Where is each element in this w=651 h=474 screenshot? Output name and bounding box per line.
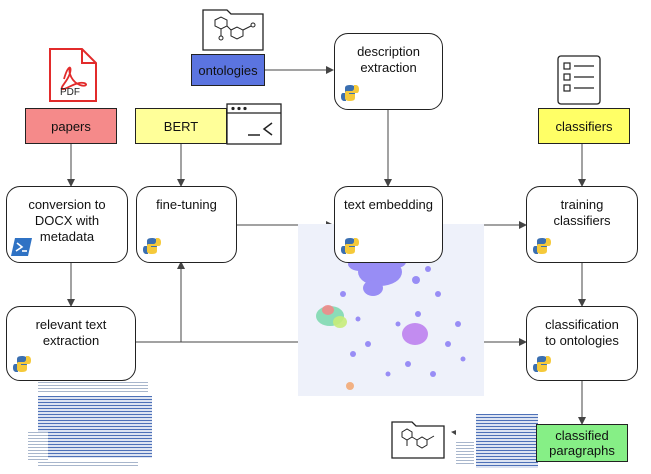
molecule-folder-icon-small bbox=[390, 418, 446, 460]
pdf-icon: PDF bbox=[46, 47, 98, 104]
classification-line-2: to ontologies bbox=[545, 333, 619, 348]
conversion-line-2: DOCX with bbox=[34, 213, 100, 228]
paper-document-thumbnail bbox=[28, 378, 154, 470]
pdf-label: PDF bbox=[60, 87, 80, 98]
finetuning-label: fine-tuning bbox=[156, 197, 217, 212]
classified-paragraphs-tag: classified paragraphs bbox=[536, 424, 628, 462]
ontologies-label: ontologies bbox=[198, 62, 258, 78]
molecule-folder-icon bbox=[201, 6, 265, 52]
classification-node: classification to ontologies bbox=[526, 306, 638, 381]
python-icon bbox=[143, 238, 161, 254]
checklist-icon bbox=[556, 54, 602, 106]
ontologies-tag: ontologies bbox=[191, 54, 265, 86]
python-icon bbox=[341, 238, 359, 254]
conversion-line-1: conversion to bbox=[28, 197, 106, 212]
classified-line-2: paragraphs bbox=[549, 443, 615, 458]
text-embedding-label: text embedding bbox=[344, 197, 433, 212]
classifiers-tag: classifiers bbox=[538, 108, 630, 144]
papers-tag: papers bbox=[25, 108, 117, 144]
classified-line-1: classified bbox=[555, 428, 609, 443]
conversion-node: conversion to DOCX with metadata bbox=[6, 186, 128, 263]
description-line-2: extraction bbox=[360, 60, 417, 75]
training-line-1: training bbox=[560, 197, 604, 212]
relevant-line-2: extraction bbox=[42, 333, 100, 348]
bert-label: BERT bbox=[163, 118, 199, 134]
terminal-icon bbox=[226, 103, 282, 145]
classifiers-label: classifiers bbox=[555, 118, 613, 134]
finetuning-node: fine-tuning bbox=[136, 186, 237, 263]
relevant-line-1: relevant text bbox=[35, 317, 107, 332]
bert-tag: BERT bbox=[135, 108, 227, 144]
python-icon bbox=[533, 356, 551, 372]
python-icon bbox=[13, 356, 31, 372]
relevant-extraction-node: relevant text extraction bbox=[6, 306, 136, 381]
classified-document-thumbnail bbox=[456, 412, 538, 470]
description-node: description extraction bbox=[334, 33, 443, 110]
python-icon bbox=[341, 85, 359, 101]
embedding-scatter-plot bbox=[298, 224, 484, 396]
text-embedding-node: text embedding bbox=[334, 186, 443, 263]
description-line-1: description bbox=[357, 44, 420, 59]
powershell-icon bbox=[11, 238, 32, 256]
training-line-2: classifiers bbox=[553, 213, 611, 228]
papers-label: papers bbox=[51, 118, 91, 134]
classification-line-1: classification bbox=[545, 317, 619, 332]
python-icon bbox=[533, 238, 551, 254]
training-node: training classifiers bbox=[526, 186, 638, 263]
conversion-line-3: metadata bbox=[39, 229, 95, 244]
